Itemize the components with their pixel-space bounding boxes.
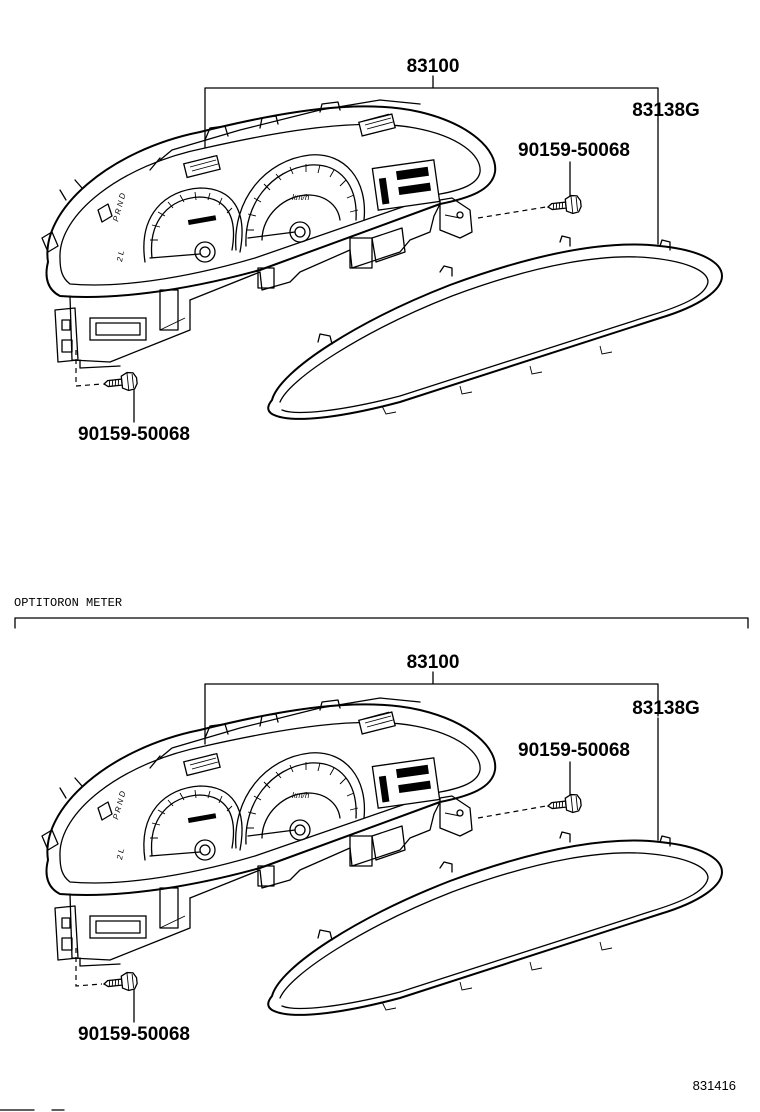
bottom-screw-left: [102, 970, 139, 994]
top-instrument-cluster: [41, 99, 497, 369]
bottom-leader-83100: [204, 671, 659, 745]
bottom-label-screw-right: 90159-50068: [518, 740, 630, 761]
top-label-screw-left: 90159-50068: [78, 424, 190, 445]
section-bracket: [14, 617, 749, 629]
top-dash-right: [477, 206, 547, 219]
bottom-screw-right: [546, 792, 583, 816]
bottom-label-83138g: 83138G: [632, 698, 700, 719]
top-leader-83100: [204, 75, 659, 149]
bottom-cover-glass: [267, 831, 723, 1016]
top-label-83138g: 83138G: [632, 100, 700, 121]
top-label-83100: 83100: [407, 56, 460, 77]
reference-number: 831416: [693, 1078, 736, 1093]
top-screw-right: [546, 193, 583, 217]
top-screw-left: [102, 370, 139, 394]
bottom-label-screw-left: 90159-50068: [78, 1024, 190, 1045]
bottom-diagram: 83100 83138G 90159-50068 90159-50068: [41, 652, 723, 1045]
bottom-dash-left: [75, 948, 103, 987]
top-diagram: 83100 83138G 90159-50068 90159-50068: [41, 56, 723, 445]
section-title: OPTITORON METER: [14, 596, 122, 610]
bottom-instrument-cluster: [41, 697, 497, 967]
top-label-screw-right: 90159-50068: [518, 140, 630, 161]
top-dash-left: [75, 350, 103, 387]
bottom-label-83100: 83100: [407, 652, 460, 673]
top-cover-glass: [267, 235, 723, 420]
bottom-dash-right: [477, 805, 547, 819]
